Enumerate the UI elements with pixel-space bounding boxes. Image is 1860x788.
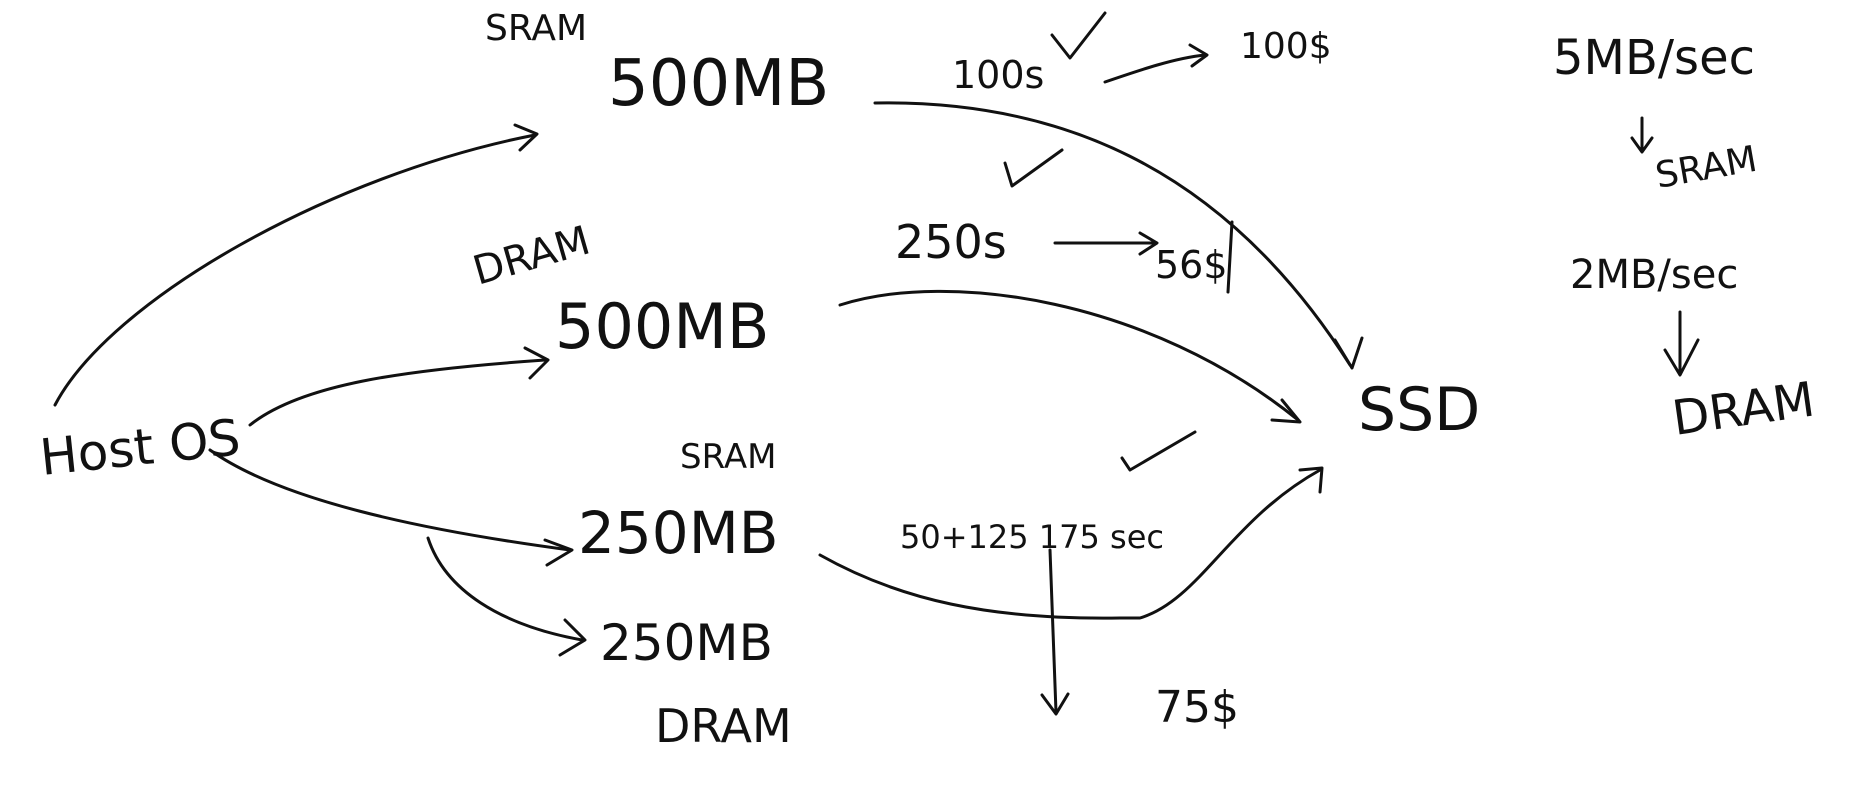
- rate-sram-label: SRAM: [1652, 139, 1760, 197]
- memory-type-label-sram-low: SRAM: [680, 437, 776, 477]
- arrowhead-dram-500-to-ssd: [1270, 398, 1302, 424]
- host-os-label: Host OS: [37, 408, 243, 487]
- arrow-host-to-sram-250: [208, 448, 572, 552]
- cost-time-mixed: 50+125 175 sec: [900, 518, 1164, 556]
- arrowhead-host-to-sram-250: [543, 538, 574, 567]
- arrow-100s-to-100-dollars: [1103, 53, 1207, 84]
- check-mark-mixed: [1120, 430, 1197, 472]
- cost-value-75-dollars: 75$: [1155, 682, 1239, 733]
- rate-dram-2mb-sec: 2MB/sec: [1570, 252, 1738, 298]
- arrow-175-sec-to-75-dollars: [1048, 548, 1058, 714]
- arrow-sram-250-to-ssd: [818, 468, 1322, 620]
- arrowhead-sram-250-to-ssd: [1298, 466, 1324, 494]
- memory-size-label-250mb-sram: 250MB: [578, 499, 779, 567]
- check-mark-100s: [1050, 11, 1107, 60]
- arrow-host-to-sram-500: [53, 133, 537, 407]
- cost-value-100-dollars: 100$: [1240, 26, 1332, 67]
- cost-value-56-dollars: 56$: [1155, 243, 1228, 287]
- memory-type-label-sram-top: SRAM: [485, 8, 587, 49]
- arrowhead-sram-500-to-ssd: [1333, 336, 1364, 370]
- dollar-stroke-56: [1226, 220, 1234, 294]
- rate-sram-5mb-sec: 5MB/sec: [1553, 30, 1755, 86]
- arrow-host-to-dram-500: [248, 358, 547, 427]
- arrowhead-host-to-dram-500: [523, 346, 550, 380]
- rate-dram-label: DRAM: [1669, 372, 1818, 447]
- check-mark-250s: [1003, 148, 1064, 188]
- arrowhead-100s-to-100-dollars: [1188, 43, 1209, 68]
- memory-size-label-500mb-dram: 500MB: [555, 290, 769, 363]
- arrow-sram-500-to-ssd: [873, 101, 1352, 367]
- arrowhead-175-sec-to-75-dollars: [1040, 692, 1070, 716]
- memory-type-label-dram-bottom: DRAM: [655, 699, 792, 753]
- arrowhead-5mb-sec-to-sram: [1630, 136, 1654, 154]
- ssd-label: SSD: [1358, 375, 1480, 445]
- arrow-dram-500-to-ssd: [838, 289, 1300, 422]
- arrowhead-2mb-sec-to-dram: [1663, 338, 1700, 377]
- arrowhead-host-to-dram-250: [558, 618, 587, 657]
- memory-size-label-250mb-dram: 250MB: [600, 614, 773, 672]
- arrow-host-to-dram-250: [426, 536, 584, 642]
- cost-time-250s: 250s: [895, 215, 1007, 269]
- arrowhead-250s-to-56-dollars: [1138, 231, 1159, 256]
- arrowhead-host-to-sram-500: [513, 123, 539, 152]
- memory-size-label-500mb-sram: 500MB: [608, 47, 829, 121]
- cost-time-100s: 100s: [952, 53, 1044, 97]
- memory-type-label-dram-mid: DRAM: [468, 218, 595, 295]
